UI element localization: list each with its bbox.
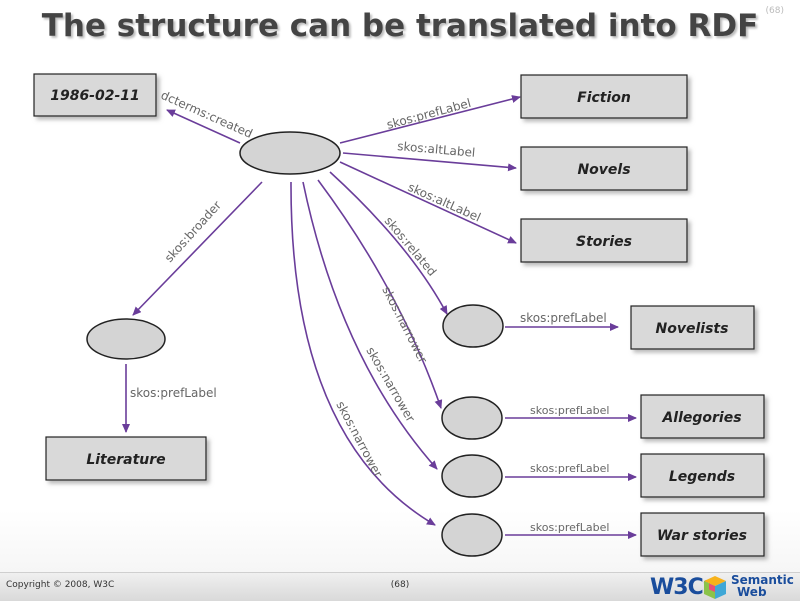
label-narrower-2: skos:narrower [363, 345, 417, 425]
box-war-stories [640, 512, 765, 557]
w3c-logo-text: W3C [650, 575, 704, 600]
label-narrower-1: skos:narrower [379, 284, 430, 365]
box-novelists-label: Novelists [656, 321, 729, 337]
label-pref-war: skos:prefLabel [530, 521, 609, 534]
edge-broader [132, 181, 263, 316]
edge-narrower-2 [302, 181, 438, 470]
edge-pref-fiction [339, 95, 521, 144]
box-novelists [630, 305, 755, 350]
box-stories-label: Stories [576, 234, 632, 250]
box-stories [520, 218, 688, 263]
box-allegories-label: Allegories [661, 410, 741, 426]
label-alt-stories: skos:altLabel [406, 180, 483, 225]
box-novels-label: Novels [577, 162, 630, 178]
edge-narrower-3 [290, 181, 436, 526]
box-fiction [520, 74, 688, 119]
box-legends-label: Legends [669, 469, 735, 485]
edge-created [166, 109, 241, 144]
node-broader [86, 318, 166, 360]
box-war-stories-label: War stories [657, 528, 747, 544]
box-date [33, 73, 157, 117]
slide-title: The structure can be translated into RDF [41, 8, 759, 44]
label-pref-allegories: skos:prefLabel [530, 404, 609, 417]
box-literature [45, 436, 207, 481]
label-related: skos:related [382, 214, 440, 279]
label-alt-novels: skos:altLabel [397, 139, 476, 160]
top-page-number: (68) [765, 6, 784, 16]
node-main [239, 131, 341, 175]
footer-page-number: (68) [390, 580, 410, 590]
box-literature-label: Literature [86, 452, 165, 468]
edge-alt-stories [339, 161, 517, 244]
semantic-web-line1: Semantic [731, 573, 794, 587]
box-novels [520, 146, 688, 191]
edge-related [329, 171, 448, 315]
label-pref-legends: skos:prefLabel [530, 462, 609, 475]
node-narrower-3 [441, 513, 503, 557]
label-pref-fiction: skos:prefLabel [385, 96, 472, 132]
semantic-web-logo-text: Semantic Web [731, 574, 794, 598]
semantic-web-line2: Web [737, 585, 767, 599]
label-pref-literature: skos:prefLabel [130, 386, 217, 400]
semantic-web-cube-icon [704, 576, 726, 599]
edge-narrower-1 [317, 179, 443, 409]
box-allegories [640, 394, 765, 439]
copyright: Copyright © 2008, W3C [6, 580, 115, 590]
box-date-label: 1986-02-11 [50, 88, 140, 104]
box-legends [640, 453, 765, 498]
node-related [442, 304, 504, 348]
footer: Copyright © 2008, W3C (68) W3C® Semantic… [0, 572, 800, 601]
box-fiction-label: Fiction [577, 90, 631, 106]
node-narrower-1 [441, 396, 503, 440]
label-pref-novelists: skos:prefLabel [520, 311, 607, 325]
label-created: dcterms:created [159, 88, 255, 141]
rdf-diagram: 1986-02-11 Fiction Novels Stories Noveli… [33, 73, 765, 557]
w3c-logo[interactable]: W3C® [650, 575, 711, 600]
edge-alt-novels [342, 152, 517, 172]
label-narrower-3: skos:narrower [333, 399, 385, 480]
node-narrower-2 [441, 454, 503, 498]
